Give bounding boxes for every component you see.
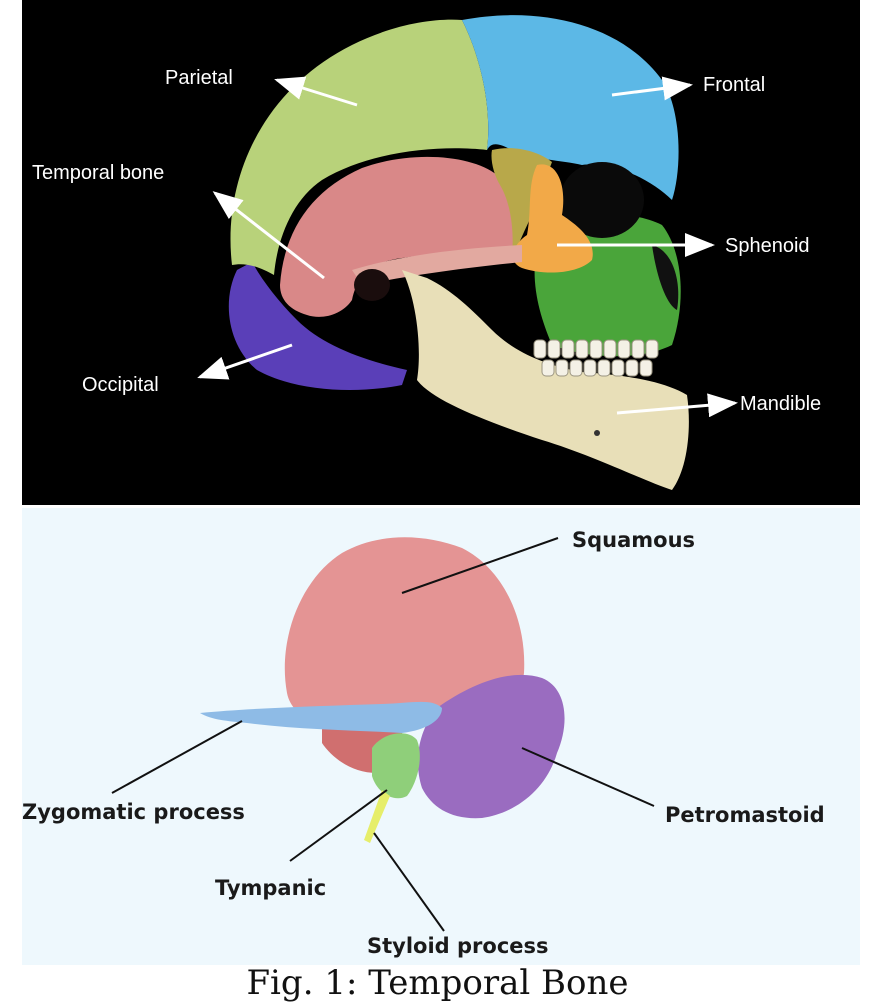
label-squamous: Squamous	[572, 528, 696, 552]
frontal-arrow	[611, 76, 693, 101]
squamous-part	[284, 537, 525, 721]
temporal-bone-region	[280, 156, 517, 317]
mental-foramen	[594, 430, 600, 436]
label-tympanic: Tympanic	[215, 876, 327, 900]
occipital-bone	[228, 262, 407, 390]
label-occipital: Occipital	[82, 374, 159, 396]
figure-caption: Fig. 1: Temporal Bone	[246, 963, 629, 1003]
label-parietal: Parietal	[165, 67, 233, 89]
label-frontal: Frontal	[703, 74, 766, 96]
zygomatic-leader	[111, 720, 243, 794]
parietal-arrow	[274, 76, 358, 107]
styloid-leader	[373, 832, 445, 932]
zygomatic-arch	[352, 245, 522, 285]
mandible-bone	[402, 270, 689, 490]
skull-lateral-figure: Parietal Frontal Temporal bone Sphenoid …	[22, 0, 860, 505]
styloid-process-part	[364, 790, 390, 843]
petromastoid-part	[417, 674, 565, 819]
temporal-bone-illustration	[111, 537, 655, 932]
temporal-arrow	[212, 191, 325, 280]
orbit	[560, 162, 644, 238]
label-petromastoid: Petromastoid	[665, 803, 825, 827]
squamous-leader	[401, 537, 559, 594]
mandible-arrow	[616, 393, 738, 418]
label-sphenoid: Sphenoid	[725, 235, 810, 257]
frontal-bone	[462, 15, 679, 200]
petromastoid-leader	[521, 747, 655, 807]
label-mandible: Mandible	[740, 393, 822, 415]
external-acoustic-meatus	[354, 269, 390, 301]
skull-illustration	[197, 15, 738, 490]
parietal-bone	[230, 19, 489, 275]
occipital-arrow	[197, 343, 293, 380]
nasal-cavity	[652, 245, 679, 310]
label-temporal-bone: Temporal bone	[32, 162, 165, 184]
teeth	[533, 339, 659, 377]
label-styloid-process: Styloid process	[367, 934, 549, 958]
tympanic-part	[372, 733, 420, 799]
temporal-bone-parts-figure: Squamous Zygomatic process Petromastoid …	[22, 508, 860, 965]
label-zygomatic-process: Zygomatic process	[22, 800, 245, 824]
tympanic-leader	[289, 789, 388, 862]
zygomatic-process-part	[200, 701, 442, 733]
